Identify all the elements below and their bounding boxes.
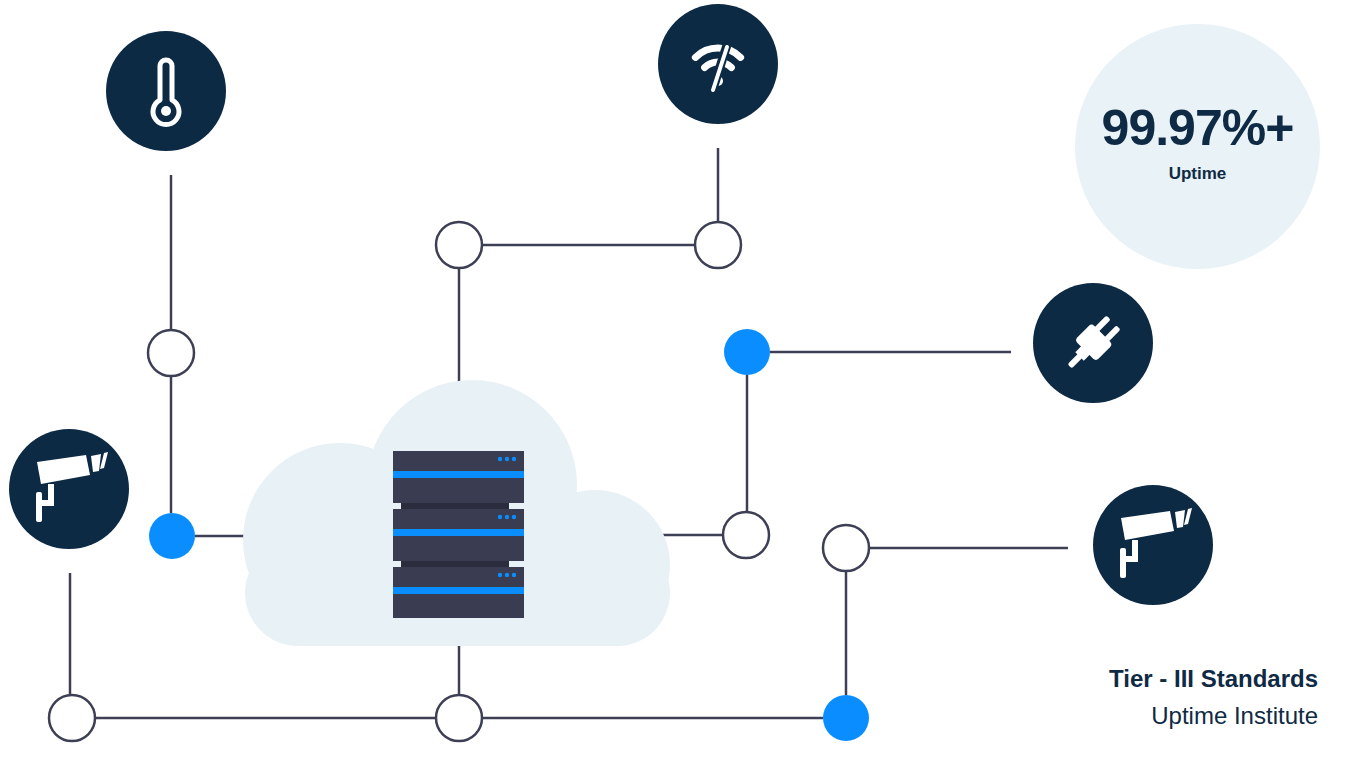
thermometer-bulb: [161, 106, 171, 116]
camera-lens: [1175, 510, 1185, 528]
led: [498, 573, 502, 577]
cloud-shape: [243, 380, 670, 646]
rack-unit: [393, 509, 524, 561]
led: [505, 515, 509, 519]
junction: [823, 525, 869, 571]
thermometer-icon: [106, 31, 226, 151]
rack-rail: [509, 561, 524, 567]
camera-body: [37, 455, 90, 484]
camera-mount: [36, 492, 42, 522]
camera-mount: [1124, 556, 1138, 562]
wire: [869, 547, 1068, 550]
camera-lens: [100, 452, 108, 469]
standard-label: Tier - III Standards: [960, 664, 1318, 694]
led: [498, 515, 502, 519]
camera-body: [1121, 511, 1174, 540]
camera-shape: [36, 452, 108, 522]
plug-cord: [1068, 353, 1084, 369]
uptime-stat-circle: 99.97%+ Uptime: [1075, 24, 1320, 269]
node-fill: [1075, 24, 1320, 269]
wire: [746, 375, 749, 512]
junction: [148, 330, 194, 376]
wire: [482, 717, 823, 720]
rack-stripe: [393, 529, 524, 536]
plug-shape: [1059, 312, 1124, 377]
wire: [482, 244, 695, 247]
server-rack: [393, 451, 524, 618]
rack-stripe: [393, 587, 524, 594]
junction: [49, 695, 95, 741]
icon-disc: [658, 4, 778, 124]
icon-disc: [1033, 283, 1153, 403]
uptime-caption: Uptime: [1169, 163, 1227, 185]
rack-leds: [498, 457, 516, 577]
wire-lines: [70, 148, 1068, 718]
camera-icon: [9, 429, 129, 549]
led: [498, 457, 502, 461]
uptime-value: 99.97%+: [1102, 101, 1294, 155]
rack-stripe: [393, 471, 524, 478]
slash-gap: [712, 45, 727, 92]
rack-unit: [393, 567, 524, 618]
junction: [436, 222, 482, 268]
wifi-off-icon: [658, 4, 778, 124]
wire: [770, 351, 1011, 354]
junction: [436, 695, 482, 741]
led: [505, 573, 509, 577]
icon-disc: [1093, 485, 1213, 605]
plug-prong: [1094, 315, 1111, 332]
wire: [170, 376, 173, 513]
wire: [170, 175, 173, 330]
camera-mount: [40, 500, 54, 506]
wire: [717, 148, 720, 222]
thermometer-outline: [153, 60, 179, 125]
led: [512, 515, 516, 519]
led: [512, 573, 516, 577]
junction-active: [823, 695, 869, 741]
plug-icon: [1033, 283, 1153, 403]
wire: [69, 573, 72, 695]
plug-prong: [1104, 325, 1121, 342]
icon-disc: [9, 429, 129, 549]
wire: [845, 571, 848, 695]
slash: [713, 47, 727, 90]
icon-disc: [106, 31, 226, 151]
camera-icon: [1093, 485, 1213, 605]
wire: [95, 717, 436, 720]
junction: [695, 222, 741, 268]
wifi-arc: [695, 48, 740, 57]
junction-active: [149, 513, 195, 559]
led: [512, 457, 516, 461]
institute-label: Uptime Institute: [960, 701, 1318, 731]
junctions: [49, 222, 869, 741]
camera-mount: [1120, 548, 1126, 578]
camera-lens: [91, 454, 101, 472]
rack-rail: [509, 503, 524, 509]
camera-lens: [1184, 508, 1192, 525]
junction-active: [724, 329, 770, 375]
junction: [723, 512, 769, 558]
camera-shape: [1120, 508, 1192, 578]
led: [505, 457, 509, 461]
rack-unit: [393, 451, 524, 503]
